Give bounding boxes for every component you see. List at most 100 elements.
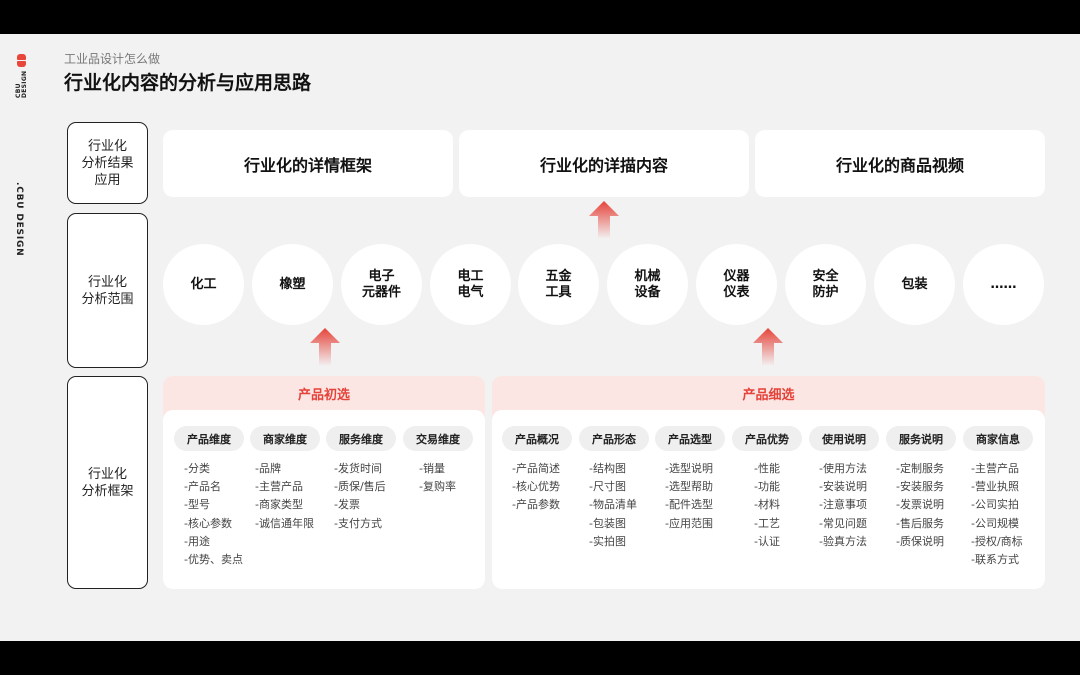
application-card-product-video: 行业化的商品视频	[755, 130, 1045, 197]
list-item: -选型帮助	[665, 480, 713, 494]
industry-circle: 安全 防护	[785, 244, 866, 325]
list-item: -授权/商标	[971, 534, 1023, 548]
panel-body: 产品维度 商家维度 服务维度 交易维度 -分类 -产品名 -型号 -核心参数 -…	[163, 410, 485, 589]
column-items: -定制服务 -安装服务 -发票说明 -售后服务 -质保说明	[896, 460, 944, 551]
list-item: -用途	[184, 534, 210, 548]
list-item: -定制服务	[896, 462, 944, 475]
list-item: -品牌	[255, 462, 281, 475]
list-item: -结构图	[589, 462, 626, 475]
list-item: -物品清单	[589, 498, 637, 512]
list-item: -产品简述	[512, 462, 560, 475]
industry-circle: 仪器 仪表	[696, 244, 777, 325]
list-item: -包装图	[589, 516, 626, 530]
column-header: 产品维度	[174, 426, 244, 451]
industry-circle: 包装	[874, 244, 955, 325]
list-item: -营业执照	[971, 480, 1019, 494]
list-item: -工艺	[754, 516, 780, 530]
list-item: -实拍图	[589, 534, 626, 548]
list-item: -复购率	[419, 480, 456, 494]
up-arrow-icon	[310, 328, 340, 366]
list-item: -配件选型	[665, 498, 713, 512]
row-label-scope: 行业化 分析范围	[67, 213, 148, 368]
list-item: -应用范围	[665, 516, 713, 530]
letterbox-top	[0, 0, 1080, 34]
letterbox-bottom	[0, 641, 1080, 675]
list-item: -验真方法	[819, 534, 867, 548]
list-item: -功能	[754, 480, 780, 494]
brand-logo: CBU DESIGN	[15, 52, 30, 98]
column-items: -分类 -产品名 -型号 -核心参数 -用途 -优势、卖点	[184, 460, 243, 569]
list-item: -分类	[184, 462, 210, 475]
application-card-detail-framework: 行业化的详情框架	[163, 130, 453, 197]
industry-circle: 机械 设备	[607, 244, 688, 325]
column-header: 产品选型	[655, 426, 725, 451]
list-item: -性能	[754, 462, 780, 475]
industry-circle: 电子 元器件	[341, 244, 422, 325]
panel-title: 产品初选	[297, 387, 350, 403]
column-header: 服务说明	[886, 426, 956, 451]
column-items: -使用方法 -安装说明 -注意事项 -常见问题 -验真方法	[819, 460, 867, 551]
list-item: -优势、卖点	[184, 553, 243, 567]
list-item: -安装服务	[896, 480, 944, 494]
list-item: -支付方式	[334, 516, 382, 530]
up-arrow-icon	[753, 328, 783, 366]
panel-fine-selection: 产品细选 产品概况 产品形态 产品选型 产品优势 使用说明 服务说明 商家信息 …	[492, 376, 1045, 589]
row-label-application: 行业化 分析结果 应用	[67, 122, 148, 204]
column-items: -销量 -复购率	[419, 460, 456, 496]
column-header: 使用说明	[809, 426, 879, 451]
page-title: 行业化内容的分析与应用思路	[64, 72, 312, 94]
application-card-detail-content: 行业化的详描内容	[459, 130, 749, 197]
list-item: -诚信通年限	[255, 516, 314, 530]
column-items: -产品简述 -核心优势 -产品参数	[512, 460, 560, 515]
slide: CBU DESIGN .CBU DESIGN 工业品设计怎么做 行业化内容的分析…	[0, 34, 1080, 641]
industry-circle: 橡塑	[252, 244, 333, 325]
list-item: -选型说明	[665, 462, 713, 475]
column-header: 产品概况	[502, 426, 572, 451]
list-item: -售后服务	[896, 516, 944, 530]
column-header: 商家信息	[963, 426, 1033, 451]
list-item: -发票	[334, 498, 360, 512]
list-item: -核心参数	[184, 516, 232, 530]
list-item: -质保说明	[896, 534, 944, 548]
list-item: -联系方式	[971, 553, 1019, 567]
list-item: -安装说明	[819, 480, 867, 494]
list-item: -使用方法	[819, 462, 867, 475]
column-items: -结构图 -尺寸图 -物品清单 -包装图 -实拍图	[589, 460, 637, 551]
list-item: -发票说明	[896, 498, 944, 512]
row-label-framework: 行业化 分析框架	[67, 376, 148, 589]
list-item: -主营产品	[971, 462, 1019, 475]
panel-body: 产品概况 产品形态 产品选型 产品优势 使用说明 服务说明 商家信息 -产品简述…	[492, 410, 1045, 589]
column-items: -品牌 -主营产品 -商家类型 -诚信通年限	[255, 460, 314, 533]
industry-circle: ……	[963, 244, 1044, 325]
industry-circle: 电工 电气	[430, 244, 511, 325]
column-items: -主营产品 -营业执照 -公司实拍 -公司规模 -授权/商标 -联系方式	[971, 460, 1023, 569]
column-header: 商家维度	[250, 426, 320, 451]
list-item: -公司实拍	[971, 498, 1019, 512]
industry-circle: 化工	[163, 244, 244, 325]
list-item: -产品名	[184, 480, 221, 494]
list-item: -主营产品	[255, 480, 303, 494]
industry-circle: 五金 工具	[518, 244, 599, 325]
list-item: -注意事项	[819, 498, 867, 512]
up-arrow-icon	[589, 201, 619, 239]
column-items: -性能 -功能 -材料 -工艺 -认证	[754, 460, 780, 551]
column-header: 服务维度	[326, 426, 396, 451]
column-header: 产品形态	[579, 426, 649, 451]
page-subtitle: 工业品设计怎么做	[64, 52, 161, 66]
column-header: 产品优势	[732, 426, 802, 451]
list-item: -公司规模	[971, 516, 1019, 530]
list-item: -常见问题	[819, 516, 867, 530]
list-item: -销量	[419, 462, 445, 475]
panel-title: 产品细选	[742, 387, 795, 403]
column-header: 交易维度	[403, 426, 473, 451]
list-item: -发货时间	[334, 462, 382, 475]
list-item: -认证	[754, 534, 780, 548]
list-item: -型号	[184, 498, 210, 512]
list-item: -质保/售后	[334, 480, 386, 494]
panel-initial-selection: 产品初选 产品维度 商家维度 服务维度 交易维度 -分类 -产品名 -型号 -核…	[163, 376, 485, 589]
list-item: -商家类型	[255, 498, 303, 512]
list-item: -产品参数	[512, 498, 560, 512]
vertical-brand-text: .CBU DESIGN	[14, 182, 24, 257]
column-items: -发货时间 -质保/售后 -发票 -支付方式	[334, 460, 386, 533]
list-item: -材料	[754, 498, 780, 512]
